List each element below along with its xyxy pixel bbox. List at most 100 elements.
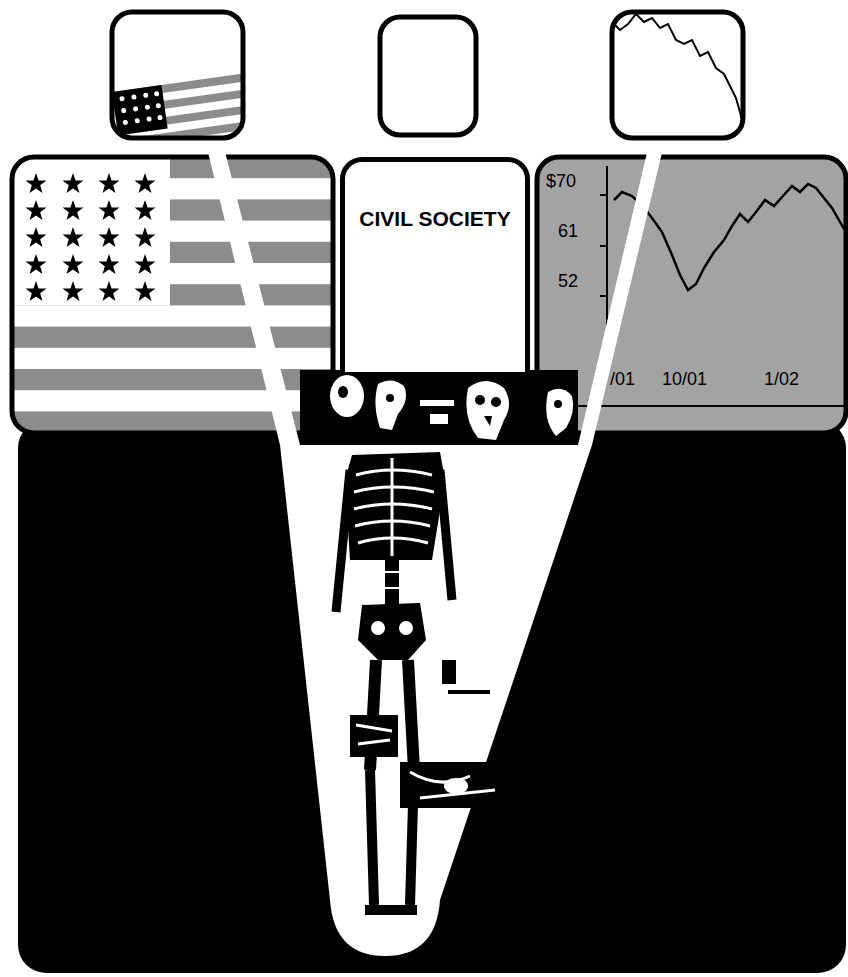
flag-thumbnail-box-part-part-part-part — [157, 115, 163, 121]
flag-stars-part — [99, 200, 120, 220]
flag-thumbnail-box-part-part-part-part — [134, 118, 140, 124]
flag-thumbnail-box — [112, 12, 269, 151]
stock-chart-part — [600, 194, 607, 196]
flag-stars-part — [135, 200, 156, 220]
stock-chart-part — [537, 405, 846, 407]
flag-thumbnail-box-part-part-part-part — [119, 96, 125, 102]
skeleton-figure-part — [444, 778, 468, 794]
flag-stars-part — [135, 227, 156, 247]
skeleton-figure-part — [336, 470, 350, 612]
empty-thumbnail-box — [380, 17, 476, 135]
skull-strip-part — [330, 375, 364, 417]
flag-stars-part — [26, 281, 47, 301]
flag-thumbnail-box-part-part-part-part — [133, 106, 139, 112]
skeleton-figure-part — [371, 621, 385, 635]
stock-chart — [537, 166, 846, 406]
stock-chart-panel — [537, 157, 846, 433]
skeleton-figure-part — [442, 660, 456, 684]
chart-thumbnail-box-part — [612, 14, 743, 130]
flag-thumbnail-box-part-part-part-part — [121, 108, 127, 114]
flag-thumbnail-box-part-part-part-part — [131, 94, 137, 100]
flag-thumbnail-box-part-part-part — [112, 85, 168, 136]
flag-thumbnail-box-part-part-part-part — [123, 120, 129, 126]
skeleton-figure-part-part — [391, 458, 394, 556]
flag-stars-part — [63, 281, 84, 301]
black-ground — [18, 420, 846, 973]
skeleton-figure-part — [408, 660, 414, 770]
stock-chart-panel-part — [537, 157, 846, 433]
skeleton-figure-part — [358, 603, 426, 660]
skeleton-figure-part — [350, 715, 398, 757]
skeleton-figure-part — [399, 621, 413, 635]
skeleton-figure-part — [365, 905, 417, 915]
skull-strip-part — [484, 416, 492, 426]
flag-thumbnail-box-part-part-part — [112, 71, 243, 138]
skeleton-figure-part — [385, 587, 399, 589]
flag-thumbnail-box-part-part — [112, 71, 243, 138]
flag-stars-part — [135, 254, 156, 274]
flag-stars-part — [99, 281, 120, 301]
stock-chart-panel-part — [537, 157, 846, 433]
flag-stars-part — [99, 173, 120, 193]
right-beam — [578, 140, 665, 445]
flag-stars-part — [26, 254, 47, 274]
flag-thumbnail-box-part-part-part-part — [143, 93, 149, 99]
society-panel: CIVIL SOCIETY — [340, 157, 530, 372]
chart-thumbnail-box-part — [612, 12, 743, 138]
flag-stars-part — [63, 227, 84, 247]
flag-stars-part — [135, 281, 156, 301]
flag-thumbnail-box-part-part-part — [119, 91, 163, 125]
skull-strip-part — [466, 381, 509, 440]
skull-strip — [300, 370, 578, 445]
flag-stars-part — [99, 254, 120, 274]
skeleton-figure-part-part — [356, 470, 432, 475]
date-tick-label: /01 — [610, 370, 635, 388]
skeleton-figure-part-part — [354, 487, 434, 492]
stock-chart-part — [600, 295, 607, 297]
chart-thumbnail-box-part — [612, 12, 743, 138]
flag-stars-part — [63, 173, 84, 193]
flag-thumbnail-box-part-part-part-part — [156, 103, 162, 109]
skeleton-figure-part — [410, 772, 495, 798]
skeleton-figure-part — [385, 560, 399, 605]
skull-strip-part — [420, 400, 454, 406]
skull-strip-part — [338, 386, 348, 398]
skeleton-figure-part — [356, 725, 392, 744]
chart-thumbnail-box — [612, 12, 744, 138]
skeleton-figure-part — [440, 470, 452, 600]
flag-stars-part — [99, 227, 120, 247]
flag-thumbnail-box-part — [112, 71, 243, 138]
skeleton-figure-part — [385, 571, 399, 573]
date-tick-label: 1/02 — [764, 370, 799, 388]
skull-strip-part — [375, 380, 406, 430]
skull-strip-part — [475, 395, 485, 405]
skeleton-figure-part — [345, 452, 445, 560]
flag-stars-part — [63, 200, 84, 220]
flag-thumbnail-box-part-part-part-part — [154, 91, 160, 97]
flag-thumbnail-box-part — [112, 12, 243, 138]
skull-strip-part — [554, 400, 562, 408]
flag-stars — [26, 173, 156, 301]
skull-strip-part — [430, 414, 448, 424]
left-beam — [205, 140, 300, 445]
flag-thumbnail-box-part-part-part-part — [146, 116, 152, 122]
funnel — [280, 445, 592, 956]
flag-stars-part — [135, 173, 156, 193]
skull-strip-part — [491, 397, 501, 407]
price-tick-label: $70 — [546, 172, 576, 190]
skeleton-figure-part — [400, 762, 505, 808]
price-tick-label: 52 — [558, 272, 578, 290]
skeleton-figure-part — [448, 690, 490, 694]
flag-part — [12, 157, 170, 305]
flag-stars-part — [26, 227, 47, 247]
flag-stars-part — [63, 254, 84, 274]
date-tick-label: 10/01 — [662, 370, 707, 388]
chart-thumbnail-box-part-part — [612, 14, 743, 130]
skeleton-figure-part — [354, 458, 434, 556]
panel-heading: CIVIL SOCIETY — [353, 207, 517, 230]
skeleton-figure — [336, 452, 505, 915]
skull-strip-part — [546, 389, 573, 436]
stock-chart-part — [600, 245, 607, 247]
